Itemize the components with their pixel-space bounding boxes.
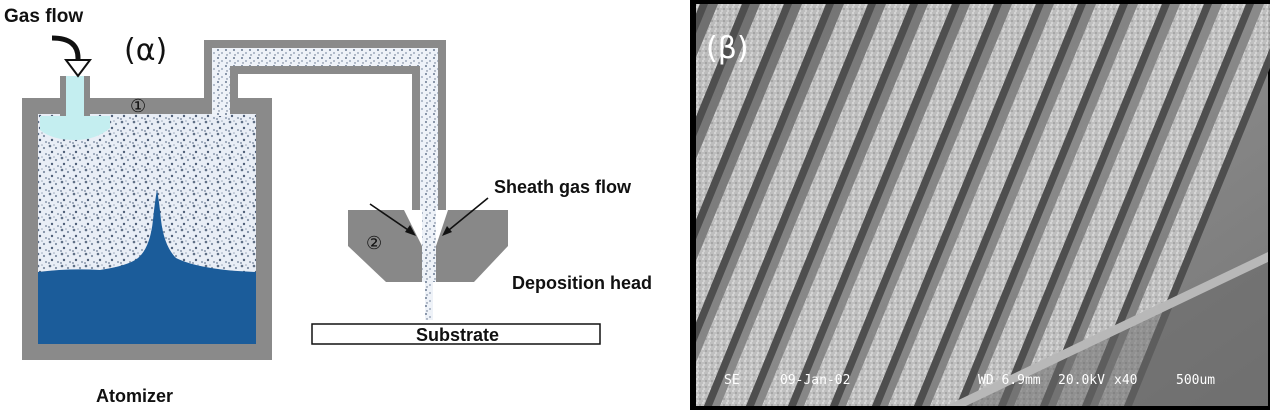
printed-line-shadow <box>788 4 960 406</box>
aerosol-jet-stream <box>425 282 433 320</box>
printed-line-shadow <box>696 4 708 34</box>
gas-flow-label: Gas flow <box>4 6 83 27</box>
printed-line-shadow <box>696 4 834 343</box>
panel-b-tag: (β) <box>706 31 749 66</box>
sem-detector: SE <box>724 373 740 388</box>
sheath-gas-flow-label: Sheath gas flow <box>494 177 632 197</box>
printed-line-shadow <box>830 4 1002 406</box>
aerosol-transport-core <box>212 48 438 214</box>
printed-line-shadow <box>1082 4 1254 406</box>
printed-line <box>972 4 1162 406</box>
panel-divider <box>690 0 696 410</box>
printed-line-shadow <box>998 4 1170 406</box>
marker-1: ① <box>130 96 146 117</box>
atomizer-label: Atomizer <box>96 386 173 406</box>
printed-line <box>720 4 910 406</box>
sheath-gas-arrow-right <box>443 197 489 235</box>
printed-line-shadow <box>704 4 876 406</box>
deposition-head-label: Deposition head <box>512 273 652 293</box>
printed-line-shadow <box>746 4 918 406</box>
liquid-reservoir <box>38 190 256 344</box>
printed-line-array <box>696 4 1270 406</box>
printed-line <box>1014 4 1204 406</box>
marker-2: ② <box>366 233 382 254</box>
printed-line-shadow <box>914 4 1086 406</box>
sem-magnification: x40 <box>1114 373 1137 388</box>
sem-micrograph: (β) SE 09-Jan-02 WD 6.9mm 20.0kV x40 500… <box>696 4 1270 406</box>
sem-scale: 500um <box>1176 373 1215 388</box>
printed-line <box>696 4 868 406</box>
aerosol-jet-diagram: Gas flow (α) ① Sheath gas flow ② Deposit… <box>4 6 652 406</box>
printed-line-shadow <box>696 4 750 137</box>
substrate-ridge <box>946 252 1268 406</box>
printed-line <box>1056 4 1246 406</box>
printed-line-shadow <box>696 4 792 240</box>
substrate-label: Substrate <box>416 325 499 345</box>
sem-date: 09-Jan-02 <box>780 373 850 388</box>
printed-line-shadow <box>956 4 1128 406</box>
printed-line <box>804 4 994 406</box>
gas-inlet-diffuser <box>40 116 110 140</box>
printed-line-shadow <box>1040 4 1212 406</box>
printed-line <box>930 4 1120 406</box>
sem-micrograph-panel: (β) SE 09-Jan-02 WD 6.9mm 20.0kV x40 500… <box>696 0 1270 410</box>
sheath-gas-arrow-left <box>369 203 415 235</box>
schematic-panel: Gas flow (α) ① Sheath gas flow ② Deposit… <box>4 6 653 406</box>
gas-flow-arrow <box>51 35 81 64</box>
printed-line <box>1098 4 1270 406</box>
printed-line <box>846 4 1036 406</box>
printed-line <box>762 4 952 406</box>
panel-a-tag: (α) <box>124 33 167 68</box>
substrate <box>311 323 601 345</box>
printed-line-shadow <box>872 4 1044 406</box>
sem-working-distance: WD 6.9mm <box>978 373 1041 388</box>
sem-voltage: 20.0kV <box>1058 373 1105 388</box>
printed-line <box>888 4 1078 406</box>
